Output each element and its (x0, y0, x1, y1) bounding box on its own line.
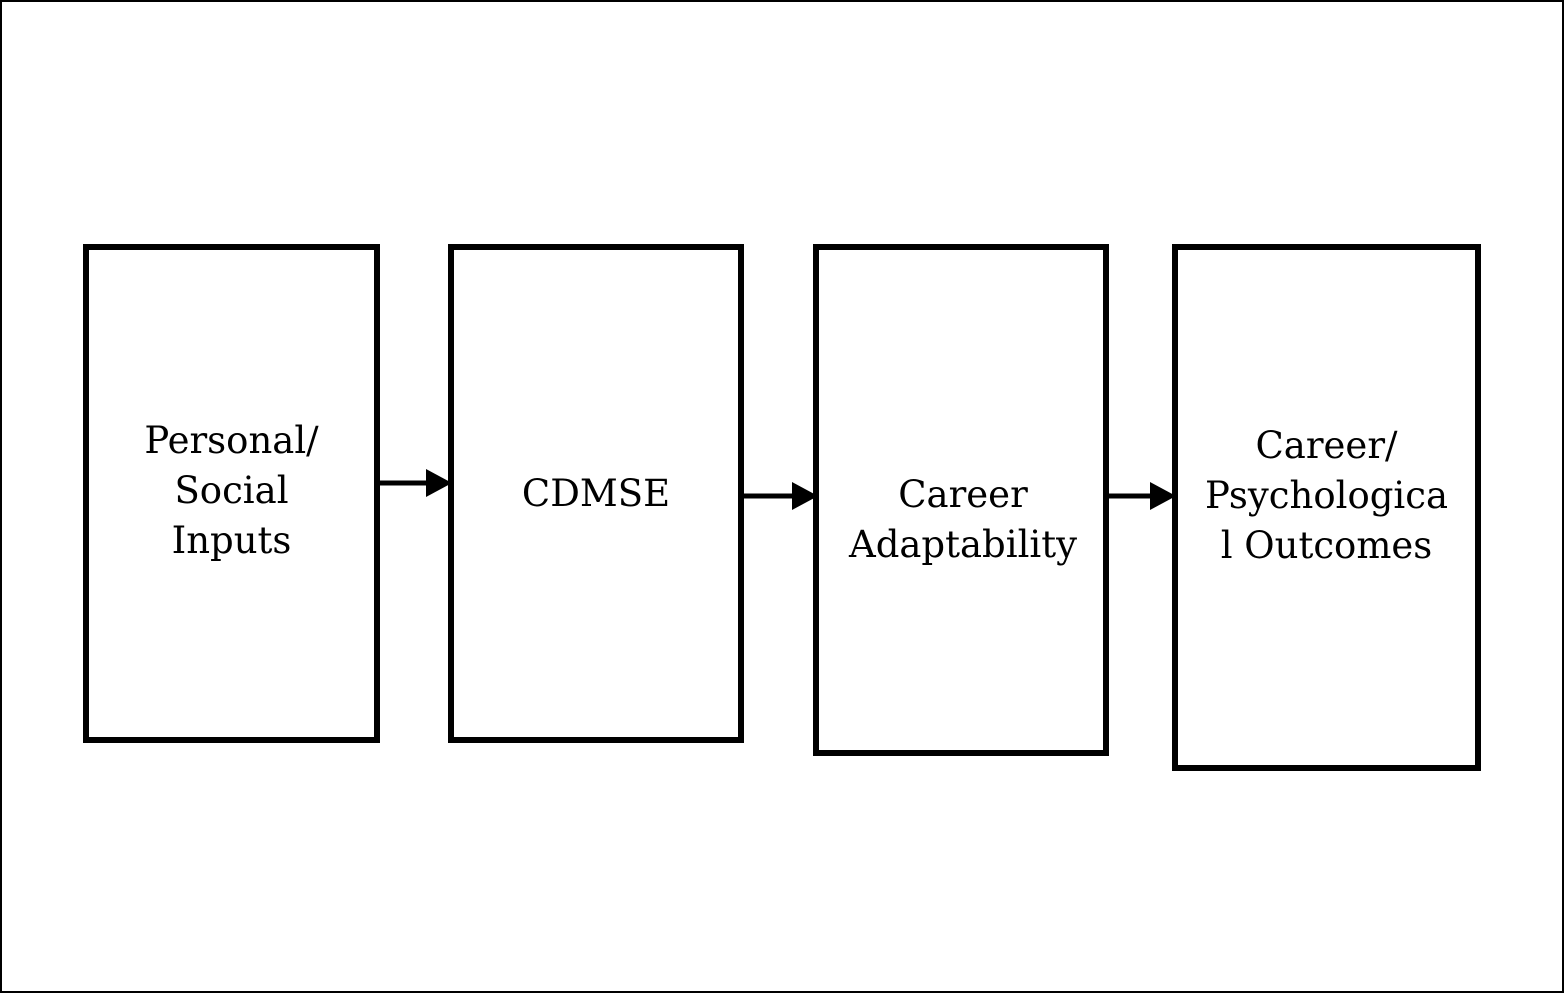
node-cdmse: CDMSE (448, 244, 744, 743)
node-career-adaptability: Career Adaptability (813, 244, 1109, 756)
node-personal-social-inputs: Personal/ Social Inputs (83, 244, 380, 743)
node-career-psychological-outcomes: Career/ Psychologica l Outcomes (1172, 244, 1481, 771)
node-label: Personal/ Social Inputs (144, 418, 319, 562)
node-label: Career Adaptability (848, 473, 1078, 566)
node-label: Career/ Psychologica l Outcomes (1204, 423, 1449, 567)
node-label: CDMSE (521, 471, 671, 515)
